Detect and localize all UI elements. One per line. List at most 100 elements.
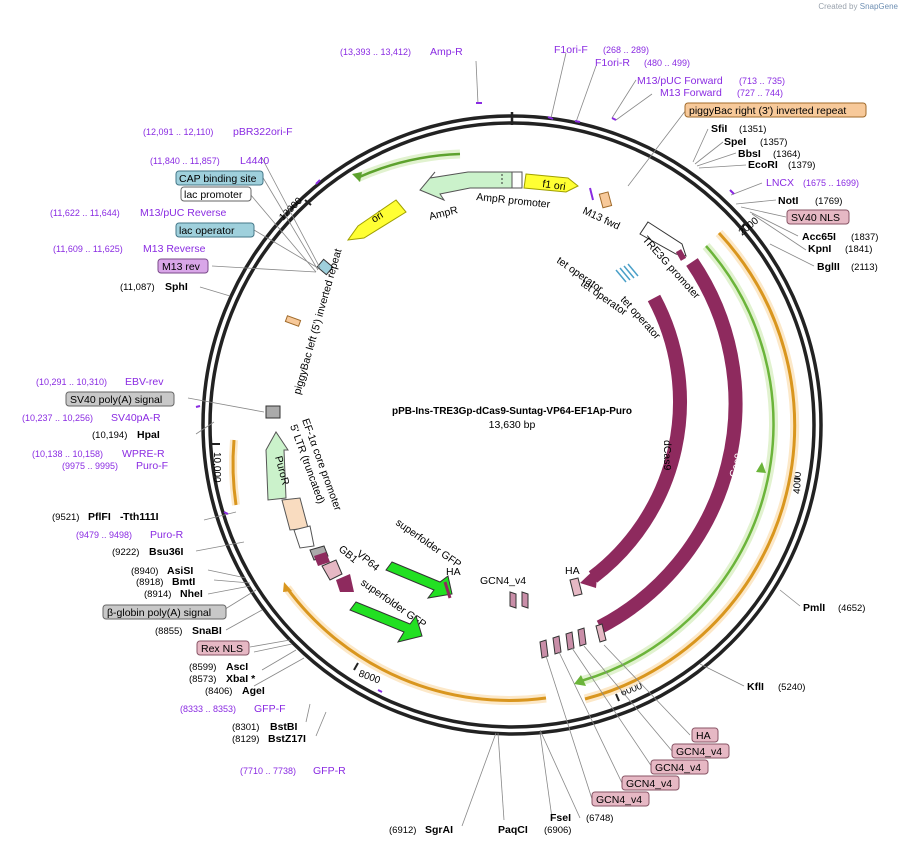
box-text: β-globin poly(A) signal xyxy=(107,607,211,619)
leader xyxy=(699,663,745,687)
site-name: AscI xyxy=(226,661,248,673)
leader xyxy=(207,585,251,595)
primer-pos: (13,393 .. 13,412) xyxy=(340,47,411,57)
leader xyxy=(698,164,747,169)
site-name: Tth111I xyxy=(123,511,159,523)
ori-label: ori xyxy=(369,209,385,225)
primer-name: M13/pUC Forward xyxy=(637,75,723,87)
primer-name: F1ori-R xyxy=(595,57,630,69)
amp-prom-box xyxy=(511,171,523,189)
dcas9-arc xyxy=(588,294,687,583)
leader xyxy=(603,644,691,736)
leader xyxy=(199,286,231,297)
box-bg xyxy=(196,640,250,656)
plasmid-length: 13,630 bp xyxy=(489,419,536,431)
primer-pos: (10,138 .. 10,158) xyxy=(32,449,103,459)
m13-fwd-label: M13 fwd xyxy=(581,205,622,233)
leader xyxy=(730,182,763,196)
site-pos: (8914) xyxy=(144,589,171,600)
primer-pos: (480 .. 499) xyxy=(644,58,690,68)
primer-labels: (13,393 .. 13,412) Amp-R F1ori-F (268 ..… xyxy=(22,44,859,777)
site-name: FseI xyxy=(550,812,571,824)
leader xyxy=(497,732,505,821)
site-pos: (1837) xyxy=(851,232,878,243)
site-name: PmlI xyxy=(803,602,825,614)
box-text: Rex NLS xyxy=(201,643,243,655)
site-name: XbaI * xyxy=(226,673,256,685)
site-name: BmtI xyxy=(172,576,195,588)
site-name: BglII xyxy=(817,261,840,273)
box-text: SV40 poly(A) signal xyxy=(70,394,162,406)
pb-left-box xyxy=(284,315,302,327)
site-pos: (8406) xyxy=(205,686,232,697)
site-pos: (8940) xyxy=(131,566,158,577)
box-text: SV40 NLS xyxy=(791,212,840,224)
box-m13-rev: M13 rev xyxy=(157,258,209,274)
primer-mark xyxy=(315,179,321,185)
site-pos: (8573) xyxy=(189,674,216,685)
tick-2000 xyxy=(740,221,747,229)
leader xyxy=(195,541,245,552)
site-name: SgrAI xyxy=(425,824,453,836)
leader xyxy=(305,703,311,723)
puror-arrow xyxy=(265,431,289,501)
site-name: PflFI xyxy=(88,511,111,523)
vp64-box xyxy=(336,574,354,592)
site-name: SphI xyxy=(165,281,188,293)
f1-ori-arrow xyxy=(523,173,579,193)
gcn4-mark-b xyxy=(552,635,562,655)
box-gcn4-4: GCN4_v4 xyxy=(591,791,650,807)
site-name: KpnI xyxy=(808,243,831,255)
site-name: AgeI xyxy=(242,685,265,697)
box-text: GCN4_v4 xyxy=(596,794,642,806)
site-name: BstBI xyxy=(270,721,298,733)
leader xyxy=(253,229,319,269)
gcn4-mark xyxy=(521,591,529,609)
primer-name: Puro-R xyxy=(150,529,184,541)
leader xyxy=(545,655,593,800)
primer-mark xyxy=(729,189,735,195)
site-pos: (1351) xyxy=(739,124,766,135)
primer-name: pBR322ori-F xyxy=(233,126,293,138)
box-text: lac promoter xyxy=(184,189,243,201)
leader xyxy=(187,397,265,413)
site-pos: (2113) xyxy=(851,262,878,273)
site-pos: (6912) xyxy=(389,825,416,836)
site-pos: (1769) xyxy=(815,196,842,207)
site-pos: (8855) xyxy=(155,626,182,637)
box-bg xyxy=(65,391,175,407)
primer-name: L4440 xyxy=(240,155,269,167)
leader xyxy=(692,128,709,163)
primer-pos: (727 .. 744) xyxy=(737,88,783,98)
snapgene-watermark: Created by SnapGene xyxy=(818,2,898,11)
tick-8000 xyxy=(353,662,359,671)
box-lac-operator: lac operator xyxy=(175,222,255,238)
watermark-prefix: Created by xyxy=(818,2,858,11)
leader xyxy=(749,211,799,237)
tet-op-line xyxy=(627,263,639,277)
site-name: EcoRI xyxy=(748,159,778,171)
leader xyxy=(213,579,251,584)
box-lac-promoter: lac promoter xyxy=(180,186,252,202)
site-pos: (1841) xyxy=(845,244,872,255)
leader xyxy=(558,651,623,784)
leader xyxy=(221,589,257,612)
top-green-arc xyxy=(356,152,461,180)
box-text: HA xyxy=(696,730,711,742)
primer-mark xyxy=(377,689,383,693)
leader xyxy=(539,729,581,819)
bottom-orange-arrow xyxy=(283,582,292,592)
site-labels: SfiI (1351) SpeI (1357) BbsI (1364) EcoR… xyxy=(52,123,878,836)
ori-arrow xyxy=(346,199,407,241)
primer-name: Amp-R xyxy=(430,46,463,58)
cas9-green-arrow xyxy=(574,675,586,686)
primer-name: GFP-F xyxy=(254,703,286,715)
ltr-box xyxy=(293,525,315,549)
tick-label-10000: 10,000 xyxy=(211,452,222,483)
tet-op-line xyxy=(615,269,627,283)
leader xyxy=(249,193,317,273)
box-text: M13 rev xyxy=(162,261,201,273)
box-sv40-nls: SV40 NLS xyxy=(786,209,850,225)
dcas9-label: dCas9 xyxy=(661,440,673,471)
plasmid-name: pPB-Ins-TRE3Gp-dCas9-Suntag-VP64-EF1Ap-P… xyxy=(392,406,632,417)
